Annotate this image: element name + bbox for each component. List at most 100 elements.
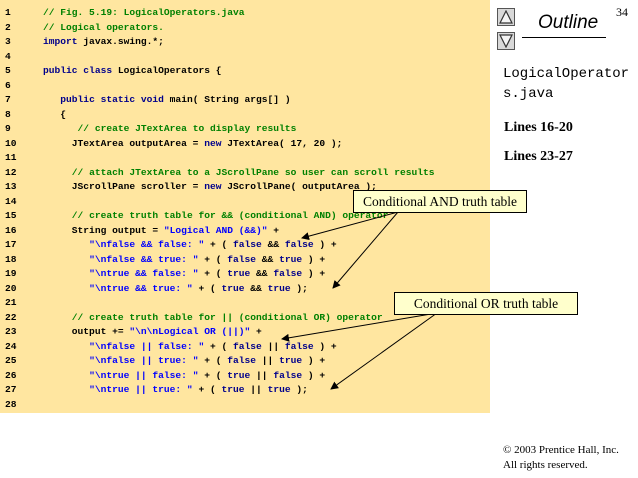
code-token: true bbox=[227, 369, 251, 381]
code-line: 17 "\nfalse && false: " + ( false && fal… bbox=[0, 236, 490, 253]
code-token: new bbox=[204, 181, 222, 192]
copyright-line-2: All rights reserved. bbox=[503, 459, 588, 471]
code-token: JScrollPane( outputArea ); bbox=[221, 181, 377, 192]
code-token: ); bbox=[290, 282, 308, 294]
code-token: true bbox=[279, 253, 303, 265]
code-token: && bbox=[250, 268, 274, 279]
code-line: 22 // create truth table for || (conditi… bbox=[0, 309, 490, 326]
code-line: 1 // Fig. 5.19: LogicalOperators.java bbox=[0, 4, 490, 21]
code-token: // create truth table for && (conditiona… bbox=[71, 210, 389, 221]
callout-or-truth-table: Conditional OR truth table bbox=[394, 292, 578, 315]
code-token: LogicalOperators { bbox=[112, 65, 222, 76]
code-token: + ( bbox=[204, 239, 234, 250]
code-token: public class bbox=[43, 65, 113, 76]
code-token: // create truth table for || (conditiona… bbox=[71, 311, 383, 323]
line-number: 4 bbox=[5, 50, 11, 62]
code-token: "\nfalse && true: " bbox=[89, 253, 199, 265]
outline-divider bbox=[522, 37, 606, 38]
code-token: JScrollPane scroller = bbox=[43, 181, 205, 192]
code-token: "\ntrue || true: " bbox=[89, 384, 193, 395]
code-text: { bbox=[43, 106, 66, 123]
code-line: 10 JTextArea outputArea = new JTextArea(… bbox=[0, 135, 490, 152]
code-text: JTextArea outputArea = new JTextArea( 17… bbox=[43, 135, 343, 152]
line-number: 18 bbox=[5, 253, 17, 265]
code-text: // create truth table for && (conditiona… bbox=[43, 207, 389, 224]
code-line: 11 bbox=[0, 149, 490, 166]
code-token: false bbox=[233, 239, 262, 250]
line-number: 22 bbox=[5, 311, 17, 323]
code-token: || bbox=[256, 355, 280, 366]
code-token: "\nfalse || true: " bbox=[89, 355, 199, 366]
code-token: ); bbox=[290, 384, 308, 395]
code-text: "\nfalse || false: " + ( false || false … bbox=[43, 338, 337, 355]
code-line: 23 output += "\n\nLogical OR (||)" + bbox=[0, 323, 490, 340]
line-number: 19 bbox=[5, 268, 17, 279]
code-line: 14 bbox=[0, 193, 490, 210]
code-line: 25 "\nfalse || true: " + ( false || true… bbox=[0, 352, 490, 369]
line-number: 8 bbox=[5, 108, 11, 120]
code-token: // Fig. 5.19: LogicalOperators.java bbox=[43, 7, 245, 18]
previous-slide-button[interactable] bbox=[497, 8, 515, 26]
line-number: 15 bbox=[5, 210, 17, 221]
copyright: © 2003 Prentice Hall, Inc. All rights re… bbox=[503, 443, 619, 473]
code-token: && bbox=[261, 239, 285, 250]
code-token: JTextArea( 17, 20 ); bbox=[221, 137, 343, 149]
line-number: 2 bbox=[5, 21, 11, 33]
and-arrow-1 bbox=[301, 211, 399, 241]
line-number: 12 bbox=[5, 166, 17, 178]
code-line: 19 "\ntrue && false: " + ( true && false… bbox=[0, 265, 490, 282]
code-token: && bbox=[256, 253, 280, 265]
code-token: + ( bbox=[198, 253, 228, 265]
code-line: 13 JScrollPane scroller = new JScrollPan… bbox=[0, 178, 490, 195]
line-number: 14 bbox=[5, 195, 17, 207]
code-token: + ( bbox=[198, 268, 228, 279]
code-line: 24 "\nfalse || false: " + ( false || fal… bbox=[0, 338, 490, 355]
line-number: 5 bbox=[5, 65, 11, 76]
code-token: new bbox=[204, 137, 222, 149]
code-token: "Logical AND (&&)" bbox=[163, 224, 268, 236]
code-token: "\ntrue || false: " bbox=[89, 369, 199, 381]
code-token: javax.swing.*; bbox=[77, 36, 164, 47]
code-token: true bbox=[267, 384, 291, 395]
code-line: 20 "\ntrue && true: " + ( true && true )… bbox=[0, 280, 490, 297]
code-line: 28 bbox=[0, 396, 490, 413]
line-number: 3 bbox=[5, 36, 11, 47]
code-text: // attach JTextArea to a JScrollPane so … bbox=[43, 164, 435, 181]
page-number: 34 bbox=[616, 5, 628, 19]
code-token: && bbox=[244, 282, 268, 294]
code-line: 21 bbox=[0, 294, 490, 311]
code-text: "\ntrue || false: " + ( true || false ) … bbox=[43, 367, 325, 384]
code-text: "\nfalse && false: " + ( false && false … bbox=[43, 236, 337, 253]
line-number: 23 bbox=[5, 326, 17, 337]
code-text: // create JTextArea to display results bbox=[43, 120, 297, 137]
line-number: 24 bbox=[5, 340, 17, 352]
code-token: false bbox=[233, 340, 262, 352]
code-token: output += bbox=[43, 326, 130, 337]
line-number: 26 bbox=[5, 369, 17, 381]
code-text: public class LogicalOperators { bbox=[43, 62, 221, 79]
callout-and-truth-table: Conditional AND truth table bbox=[353, 190, 527, 213]
line-number: 16 bbox=[5, 224, 17, 236]
code-text: "\ntrue && true: " + ( true && true ); bbox=[43, 280, 308, 297]
code-token: import bbox=[43, 36, 78, 47]
code-token: true bbox=[267, 282, 291, 294]
line-number: 13 bbox=[5, 181, 17, 192]
next-slide-button[interactable] bbox=[497, 32, 515, 50]
triangle-up-icon bbox=[499, 10, 513, 24]
code-line: 4 bbox=[0, 48, 490, 65]
code-token: false bbox=[273, 268, 303, 279]
code-token: + ( bbox=[204, 340, 234, 352]
code-token: true bbox=[279, 355, 303, 366]
code-token: + bbox=[250, 326, 262, 337]
code-text: import javax.swing.*; bbox=[43, 33, 164, 50]
code-text: // Fig. 5.19: LogicalOperators.java bbox=[43, 4, 245, 21]
file-name: LogicalOperators.java bbox=[503, 66, 630, 102]
lines-note-or: Lines 23-27 bbox=[504, 149, 573, 164]
triangle-down-icon bbox=[499, 34, 513, 48]
line-number: 10 bbox=[5, 137, 17, 149]
code-text: JScrollPane scroller = new JScrollPane( … bbox=[43, 178, 377, 195]
line-number: 9 bbox=[5, 123, 11, 134]
code-token: ) + bbox=[313, 239, 337, 250]
code-line: 16 String output = "Logical AND (&&)" + bbox=[0, 222, 490, 239]
line-number: 1 bbox=[5, 7, 11, 18]
